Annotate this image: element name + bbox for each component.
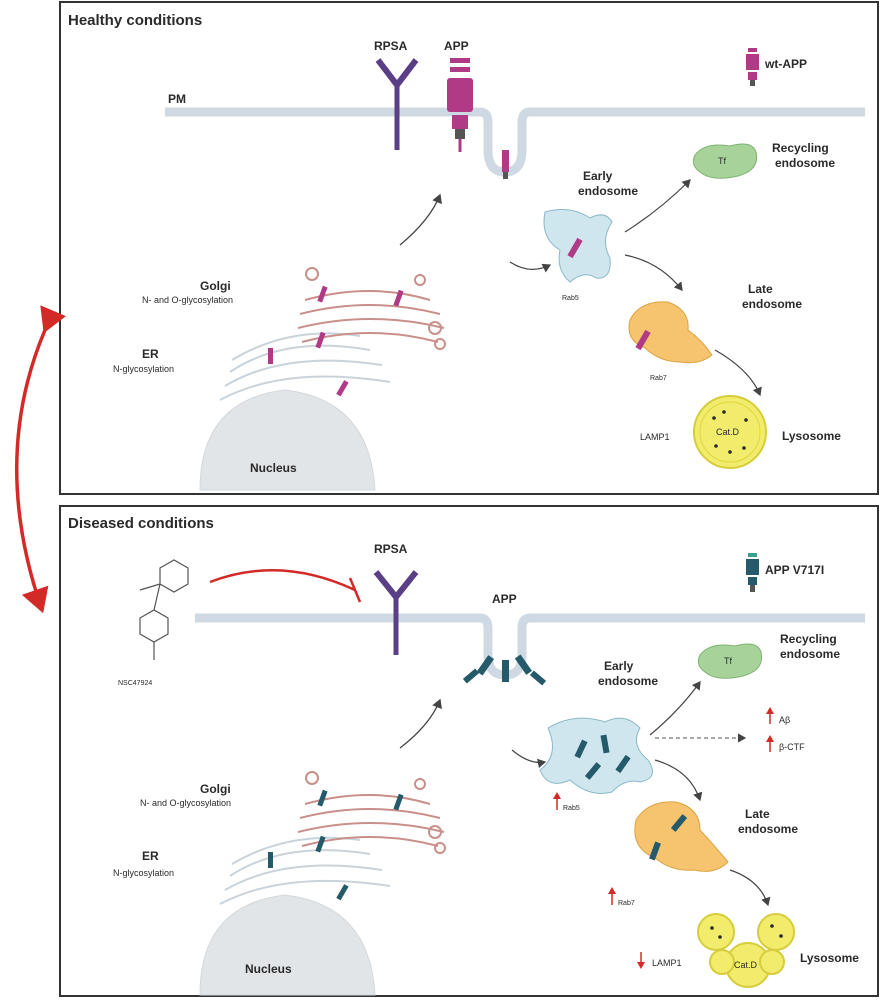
nsc47924-compound-structure <box>139 559 189 660</box>
diseased-rpsa-receptor <box>373 570 419 655</box>
legend-app-v717i: APP V717I <box>765 563 824 577</box>
healthy-title: Healthy conditions <box>68 12 202 29</box>
healthy-lysosome <box>693 395 767 469</box>
healthy-lamp1: LAMP1 <box>640 432 670 442</box>
diseased-arrow-golgi-to-pm <box>399 698 442 749</box>
diseased-bctf: β-CTF <box>779 742 805 752</box>
diseased-ab: Aβ <box>779 715 790 725</box>
diseased-early-label1: Early <box>604 659 634 673</box>
legend-wt-app: wt-APP <box>764 57 807 71</box>
diseased-er-sub: N-glycosylation <box>113 868 174 878</box>
diseased-early-endosome <box>539 717 653 794</box>
lamp1-down-arrow <box>637 952 645 969</box>
healthy-internalized-app <box>502 150 509 179</box>
healthy-early-endosome <box>543 209 613 283</box>
diseased-title: Diseased conditions <box>68 515 214 532</box>
diseased-er-label: ER <box>142 849 159 863</box>
diseased-catd: Cat.D <box>734 960 758 970</box>
diseased-golgi-app-markers <box>268 789 404 901</box>
healthy-rpsa-receptor <box>375 58 419 150</box>
healthy-rab5: Rab5 <box>562 295 579 302</box>
diseased-golgi-label: Golgi <box>200 782 231 796</box>
healthy-catd: Cat.D <box>716 427 740 437</box>
healthy-early-label1: Early <box>583 169 613 183</box>
diseased-internalized-app-cluster <box>462 654 547 686</box>
healthy-golgi-label: Golgi <box>200 279 231 293</box>
bctf-up-arrow <box>766 735 774 752</box>
diseased-tf: Tf <box>724 656 732 666</box>
diseased-arrow-to-lysosome <box>729 869 771 907</box>
diseased-recycling-label2: endosome <box>780 647 840 661</box>
diseased-late-label2: endosome <box>738 822 798 836</box>
diseased-early-label2: endosome <box>598 674 658 688</box>
legend-wt-app-icon <box>746 48 759 86</box>
diseased-rab7-up-arrow <box>608 887 616 905</box>
healthy-recycling-endosome <box>692 143 758 179</box>
diseased-rab7: Rab7 <box>618 900 635 907</box>
diseased-arrow-to-late <box>654 759 703 802</box>
pm-label: PM <box>168 92 186 106</box>
compound-label: NSC47924 <box>118 680 152 687</box>
diseased-rpsa-label: RPSA <box>374 542 408 556</box>
condition-transition-arrow <box>15 305 67 614</box>
ab-up-arrow <box>766 707 774 724</box>
healthy-late-endosome <box>628 301 713 364</box>
diseased-rab5: Rab5 <box>563 805 580 812</box>
healthy-late-label2: endosome <box>742 297 802 311</box>
diseased-arrow-to-early <box>511 749 547 769</box>
diseased-late-label1: Late <box>745 807 770 821</box>
diseased-app-label: APP <box>492 592 517 606</box>
healthy-arrow-golgi-to-pm <box>399 193 442 246</box>
diseased-golgi-sub: N- and O-glycosylation <box>140 798 231 808</box>
healthy-app-protein <box>447 58 473 152</box>
diseased-lamp1: LAMP1 <box>652 958 682 968</box>
diseased-panel <box>59 505 879 997</box>
healthy-rab7: Rab7 <box>650 375 667 382</box>
healthy-golgi-sub: N- and O-glycosylation <box>142 295 233 305</box>
diseased-arrow-to-recycling <box>649 681 701 736</box>
diseased-lysosome-label: Lysosome <box>800 951 859 965</box>
diseased-rab5-up-arrow <box>553 792 561 810</box>
healthy-rpsa-label: RPSA <box>374 39 408 53</box>
healthy-er-label: ER <box>142 347 159 361</box>
healthy-golgi <box>297 267 446 350</box>
diseased-nucleus-label: Nucleus <box>245 962 292 976</box>
diseased-recycling-endosome <box>697 643 763 679</box>
healthy-arrow-to-recycling <box>624 179 691 233</box>
diseased-lysosome-dots <box>710 924 783 939</box>
healthy-recycling-label2: endosome <box>775 156 835 170</box>
healthy-golgi-app-markers <box>268 285 404 397</box>
healthy-lysosome-label: Lysosome <box>782 429 841 443</box>
diseased-er <box>219 836 391 905</box>
diseased-lysosome-cluster <box>697 913 795 988</box>
diseased-nucleus <box>199 894 376 996</box>
healthy-app-label: APP <box>444 39 469 53</box>
healthy-late-label1: Late <box>748 282 773 296</box>
diseased-late-endosome <box>634 801 729 872</box>
healthy-arrow-to-late <box>624 254 683 291</box>
healthy-tf: Tf <box>718 156 726 166</box>
diseased-recycling-label1: Recycling <box>780 632 837 646</box>
healthy-arrow-to-lysosome <box>714 349 762 397</box>
legend-app-v717i-icon <box>746 553 759 592</box>
healthy-nucleus-label: Nucleus <box>250 461 297 475</box>
healthy-arrow-to-early <box>509 261 552 273</box>
inhibition-arrow <box>209 569 362 603</box>
healthy-nucleus <box>199 389 376 491</box>
healthy-early-label2: endosome <box>578 184 638 198</box>
healthy-recycling-label1: Recycling <box>772 141 829 155</box>
healthy-er-sub: N-glycosylation <box>113 364 174 374</box>
